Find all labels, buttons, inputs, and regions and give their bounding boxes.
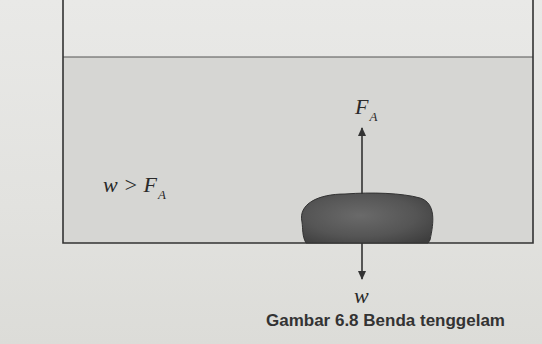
water-surface <box>63 56 533 57</box>
weight-label: w <box>354 285 369 307</box>
inequality-label: w > F <box>103 174 157 196</box>
buoyant-force-arrow <box>361 128 363 194</box>
inequality-subscript: A <box>158 188 166 201</box>
force-label: F <box>355 96 368 118</box>
container <box>63 0 533 243</box>
water <box>63 57 533 243</box>
force-subscript: A <box>369 110 377 123</box>
sunken-object <box>301 193 432 243</box>
weight-arrow <box>361 243 363 279</box>
figure-caption: Gambar 6.8 Benda tenggelam <box>266 312 505 329</box>
